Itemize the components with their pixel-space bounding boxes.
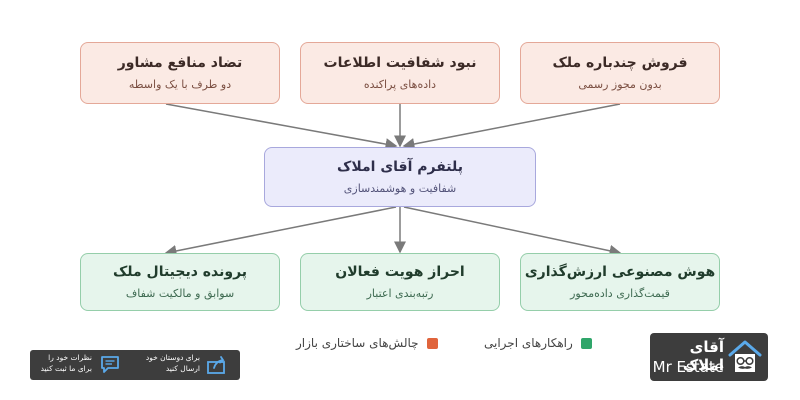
logo-name-fa: آقای املاک bbox=[682, 338, 724, 374]
solution-title: هوش مصنوعی ارزش‌گذاری bbox=[524, 263, 716, 280]
logo-name-en: Mr Estate bbox=[652, 358, 724, 376]
challenge-subtitle: دو طرف با یک واسطه bbox=[128, 77, 232, 91]
comment-icon[interactable] bbox=[100, 355, 120, 375]
legend-label-challenges: چالش‌های ساختاری بازار bbox=[296, 336, 419, 350]
solution-subtitle: رتبه‌بندی اعتبار bbox=[366, 286, 434, 300]
arrow-platform-to-solution-right bbox=[403, 206, 622, 257]
challenge-title: نبود شفافیت اطلاعات bbox=[323, 54, 477, 71]
challenge-title: فروش چندباره ملک bbox=[552, 54, 688, 71]
solution-box-ai-valuation: هوش مصنوعی ارزش‌گذاری قیمت‌گذاری داده‌مح… bbox=[520, 253, 720, 311]
share-line-1: برای دوستان خود bbox=[145, 353, 200, 362]
arrow-platform-to-solution-left bbox=[164, 206, 397, 257]
brand-logo: آقای املاک Mr Estate bbox=[650, 333, 768, 381]
share-icon[interactable] bbox=[206, 355, 228, 375]
challenge-subtitle: داده‌های پراکنده bbox=[363, 77, 437, 91]
challenge-subtitle: بدون مجوز رسمی bbox=[578, 77, 662, 91]
footer-action-bar: برای دوستان خود ارسال کنید نظرات خود را … bbox=[30, 350, 240, 380]
challenge-title: تضاد منافع مشاور bbox=[117, 54, 243, 71]
share-line-2: ارسال کنید bbox=[165, 363, 200, 373]
house-mustache-icon bbox=[728, 340, 762, 372]
platform-title: پلتفرم آقای املاک bbox=[337, 158, 463, 175]
solution-subtitle: قیمت‌گذاری داده‌محور bbox=[570, 286, 670, 300]
challenge-box-info-transparency: نبود شفافیت اطلاعات داده‌های پراکنده bbox=[300, 42, 500, 104]
solution-title: پرونده دیجیتال ملک bbox=[112, 263, 248, 280]
arrow-challenge-right-to-platform bbox=[402, 103, 621, 150]
share-text[interactable]: برای دوستان خود ارسال کنید bbox=[140, 353, 200, 375]
solution-box-identity-verification: احراز هویت فعالان رتبه‌بندی اعتبار bbox=[300, 253, 500, 311]
legend-swatch-solutions bbox=[580, 337, 592, 349]
solution-subtitle: سوابق و مالکیت شفاف bbox=[125, 286, 235, 300]
challenge-box-conflict-of-interest: تضاد منافع مشاور دو طرف با یک واسطه bbox=[80, 42, 280, 104]
legend-label-solutions: راهکارهای اجرایی bbox=[484, 336, 573, 350]
comment-line-1: نظرات خود را bbox=[48, 353, 92, 362]
legend-swatch-challenges bbox=[426, 337, 438, 349]
solution-box-digital-file: پرونده دیجیتال ملک سوابق و مالکیت شفاف bbox=[80, 253, 280, 311]
legend-solutions: راهکارهای اجرایی bbox=[484, 336, 592, 350]
platform-box: پلتفرم آقای املاک شفافیت و هوشمندسازی bbox=[264, 147, 536, 207]
challenge-box-multiple-sale: فروش چندباره ملک بدون مجوز رسمی bbox=[520, 42, 720, 104]
comment-text[interactable]: نظرات خود را برای ما ثبت کنید bbox=[34, 353, 92, 375]
platform-subtitle: شفافیت و هوشمندسازی bbox=[343, 181, 457, 195]
legend-challenges: چالش‌های ساختاری بازار bbox=[296, 336, 438, 350]
comment-line-2: برای ما ثبت کنید bbox=[40, 363, 92, 373]
solution-title: احراز هویت فعالان bbox=[335, 263, 465, 280]
arrow-challenge-left-to-platform bbox=[165, 103, 398, 151]
